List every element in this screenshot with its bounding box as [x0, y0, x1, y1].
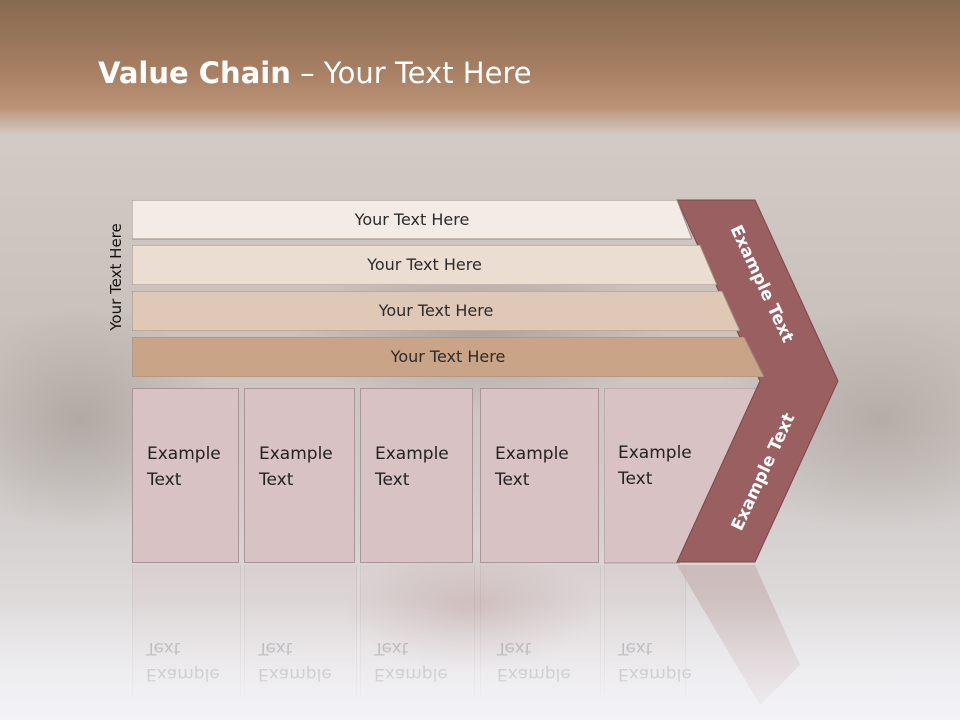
box-3-line1: Example — [375, 444, 449, 464]
box-4-line2: Text — [495, 470, 530, 490]
activity-box-3: Example Text — [360, 388, 473, 563]
activity-box-1: Example Text — [132, 388, 239, 563]
activity-box-4: Example Text — [480, 388, 599, 563]
box-5-line1: Example — [618, 443, 692, 463]
band-3: Your Text Here — [132, 291, 740, 331]
box-4-line1: Example — [495, 444, 569, 464]
title-bar — [0, 0, 960, 135]
band-2-label: Your Text Here — [367, 254, 482, 274]
band-1-label: Your Text Here — [354, 209, 470, 229]
box-1-line1: Example — [147, 444, 221, 464]
activity-box-2: Example Text — [244, 388, 355, 563]
bottom-fade — [0, 600, 960, 720]
title-bold: Value Chain — [98, 56, 291, 90]
band-2: Your Text Here — [132, 245, 717, 285]
box-1-line2: Text — [147, 470, 182, 490]
band-1: Your Text Here — [132, 200, 692, 240]
box-2-line2: Text — [259, 470, 294, 490]
band-4: Your Text Here — [132, 337, 764, 377]
band-4-label: Your Text Here — [390, 346, 506, 366]
title-rest: – Your Text Here — [290, 56, 532, 90]
box-5-line2: Text — [618, 469, 653, 489]
band-3-label: Your Text Here — [378, 300, 494, 320]
box-3-line2: Text — [375, 470, 410, 490]
box-2-line1: Example — [259, 444, 333, 464]
slide-title: Value Chain – Your Text Here — [98, 56, 532, 90]
